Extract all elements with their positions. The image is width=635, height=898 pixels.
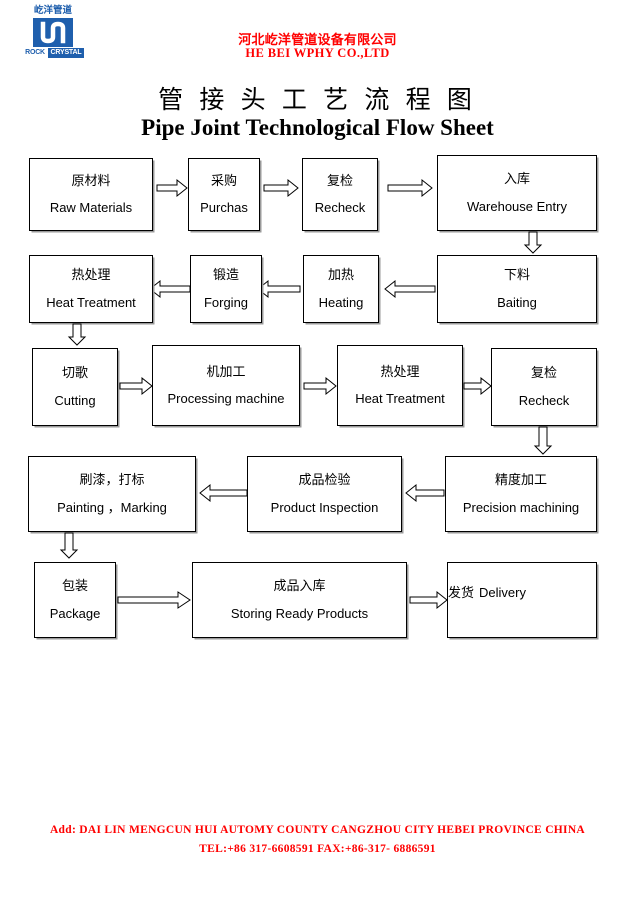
- node-label-cn: 原材料: [71, 172, 111, 188]
- node-label-en: Precision machining: [462, 499, 580, 515]
- node-label-cn: 切歌: [61, 365, 88, 381]
- node-label-en: Raw Materials: [49, 200, 133, 215]
- node-label-en: Purchas: [200, 200, 248, 215]
- node-label-en: Forging: [203, 294, 249, 310]
- node-label-cn: 入库: [503, 171, 530, 187]
- footer-contact: TEL:+86 317-6608591 FAX:+86-317- 6886591: [199, 843, 436, 855]
- flow-node-delivery: 发货 Delivery: [447, 562, 597, 638]
- flow-node-painting-marking: 刷漆，打标 Painting ，Marking: [28, 456, 196, 532]
- arrow-recheck-to-precision-machining: [533, 426, 553, 455]
- node-label-cn: 下料: [503, 267, 530, 283]
- node-label-en: Warehouse Entry: [467, 198, 567, 214]
- arrow-warehouse-entry-to-baiting: [523, 231, 543, 254]
- node-label-en: Cutting: [54, 392, 96, 408]
- node-label-en: Heating: [318, 294, 364, 310]
- flow-node-warehouse-entry: 入库 Warehouse Entry: [437, 155, 597, 231]
- node-label-cn: 采购: [210, 172, 237, 188]
- arrow-painting-marking-to-package: [59, 532, 79, 559]
- flow-node-heating: 加热 Heating: [303, 255, 379, 323]
- arrow-baiting-to-heating: [384, 279, 436, 299]
- node-label-cn: 复检: [326, 172, 353, 188]
- node-label-cn: 精度加工: [494, 472, 547, 488]
- logo-word-crystal: CRYSTAL: [48, 48, 84, 58]
- node-label-cn: 复检: [530, 365, 557, 381]
- page-title-chinese: 管 接 头 工 艺 流 程 图: [158, 87, 477, 114]
- node-label-en: Recheck: [518, 392, 570, 408]
- rock-crystal-emblem-icon: [33, 18, 73, 47]
- flow-node-forging: 锻造 Forging: [190, 255, 262, 323]
- node-label-cn: 热处理: [380, 363, 420, 379]
- flow-node-recheck-1: 复检 Recheck: [302, 158, 378, 231]
- node-label-cn: 加热: [327, 267, 354, 283]
- arrow-forging-to-heat-treatment: [149, 279, 191, 299]
- arrow-processing-machine-to-heat-treatment: [303, 376, 337, 396]
- node-label-en: Baiting: [497, 294, 537, 310]
- node-label-en: Product Inspection: [270, 499, 379, 515]
- node-label-en: Storing Ready Products: [230, 605, 369, 621]
- flow-node-precision-machining: 精度加工 Precision machining: [445, 456, 597, 532]
- arrow-heating-to-forging: [257, 279, 301, 299]
- node-label-cn: 刷漆，打标: [79, 472, 145, 488]
- logo-chinese-text: 屹洋管道: [33, 6, 72, 16]
- company-name-chinese: 河北屹洋管道设备有限公司: [238, 32, 397, 47]
- flow-node-cutting: 切歌 Cutting: [32, 348, 118, 426]
- node-label-en: Package: [49, 605, 101, 621]
- company-name-english: HE BEI WPHY CO.,LTD: [245, 46, 390, 60]
- flow-node-storing-ready-products: 成品入库 Storing Ready Products: [192, 562, 407, 638]
- arrow-raw-materials-to-purchas: [156, 178, 188, 198]
- node-label-cn: 发货: [448, 585, 475, 600]
- node-label-en: Heat Treatment: [355, 391, 445, 406]
- arrow-package-to-storing-ready-products: [117, 591, 191, 609]
- arrow-purchas-to-recheck: [263, 178, 299, 198]
- node-label-cn: 成品检验: [298, 472, 351, 488]
- flow-node-package: 包装 Package: [34, 562, 116, 638]
- node-label-cn: 热处理: [71, 267, 111, 283]
- arrow-storing-ready-products-to-delivery: [409, 590, 448, 610]
- arrow-heat-treatment-to-cutting: [67, 323, 87, 346]
- flow-node-raw-materials: 原材料 Raw Materials: [29, 158, 153, 231]
- flow-node-recheck-2: 复检 Recheck: [491, 348, 597, 426]
- flow-node-processing-machine: 机加工 Processing machine: [152, 345, 300, 426]
- node-label-cn: 成品入库: [273, 578, 326, 594]
- node-label-en: Delivery: [479, 585, 526, 600]
- flow-node-baiting: 下料 Baiting: [437, 255, 597, 323]
- arrow-product-inspection-to-painting-marking: [199, 483, 248, 503]
- flow-node-product-inspection: 成品检验 Product Inspection: [247, 456, 402, 532]
- arrow-heat-treatment-to-recheck: [463, 376, 492, 396]
- node-label-en: Heat Treatment: [46, 294, 136, 310]
- node-label-en: Painting ，Marking: [57, 499, 167, 515]
- flow-node-heat-treatment-1: 热处理 Heat Treatment: [29, 255, 153, 323]
- arrow-recheck-to-warehouse-entry: [387, 178, 433, 198]
- flow-node-heat-treatment-2: 热处理 Heat Treatment: [337, 345, 463, 426]
- node-label-en: Recheck: [314, 200, 366, 215]
- node-label-cn: 锻造: [212, 267, 239, 283]
- node-label-cn: 包装: [61, 578, 88, 594]
- arrow-cutting-to-processing-machine: [119, 376, 153, 396]
- flow-node-purchas: 采购 Purchas: [188, 158, 260, 231]
- logo-word-rock: ROCK: [22, 48, 48, 58]
- footer-address: Add: DAI LIN MENGCUN HUI AUTOMY COUNTY C…: [49, 824, 586, 836]
- company-logo: 屹洋管道 ROCK CRYSTAL: [22, 6, 84, 62]
- page-title-english: Pipe Joint Technological Flow Sheet: [141, 115, 494, 140]
- logo-wordmark: ROCK CRYSTAL: [22, 48, 84, 58]
- node-label-en: Processing machine: [167, 391, 285, 406]
- node-label-cn: 机加工: [206, 363, 246, 379]
- arrow-precision-machining-to-product-inspection: [405, 483, 445, 503]
